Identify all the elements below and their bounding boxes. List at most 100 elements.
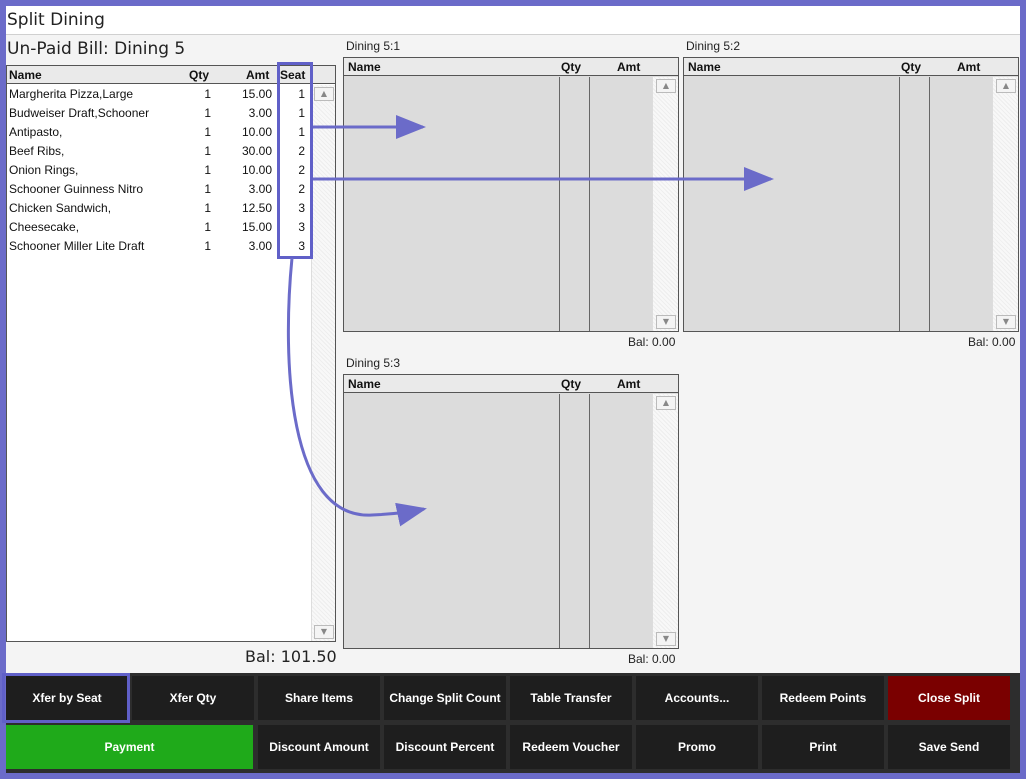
split-1-divider <box>559 77 560 331</box>
item-seat: 2 <box>298 163 305 177</box>
scroll-up-button[interactable]: ▲ <box>656 79 676 93</box>
redeem-points-button[interactable]: Redeem Points <box>762 676 884 720</box>
xfer-by-seat-button[interactable]: Xfer by Seat <box>6 676 128 720</box>
split-2-label: Dining 5:2 <box>686 39 741 53</box>
item-seat: 3 <box>298 220 305 234</box>
item-qty: 1 <box>204 239 211 253</box>
item-amt: 3.00 <box>248 106 272 120</box>
split-2-divider <box>929 77 930 331</box>
table-row[interactable]: Cheesecake, 1 15.00 3 <box>7 218 311 237</box>
split-3-label: Dining 5:3 <box>346 356 401 370</box>
split-2-scrollbar[interactable]: ▲ ▼ <box>992 77 1018 331</box>
item-qty: 1 <box>204 201 211 215</box>
item-amt: 3.00 <box>248 182 272 196</box>
item-amt: 15.00 <box>241 220 272 234</box>
split-3-col-amt[interactable]: Amt <box>617 377 641 391</box>
table-row[interactable]: Schooner Guinness Nitro 1 3.00 2 <box>7 180 311 199</box>
close-split-button[interactable]: Close Split <box>888 676 1010 720</box>
item-qty: 1 <box>204 220 211 234</box>
col-seat[interactable]: Seat <box>280 68 306 82</box>
item-name: Budweiser Draft,Schooner <box>9 106 150 120</box>
split-1-divider <box>589 77 590 331</box>
split-3-divider <box>559 394 560 648</box>
item-qty: 1 <box>204 106 211 120</box>
item-qty: 1 <box>204 182 211 196</box>
scroll-up-button[interactable]: ▲ <box>996 79 1016 93</box>
share-items-button[interactable]: Share Items <box>258 676 380 720</box>
unpaid-scrollbar[interactable]: ▲ ▼ <box>311 85 335 641</box>
item-amt: 10.00 <box>241 163 272 177</box>
unpaid-bill-title: Un-Paid Bill: Dining 5 <box>7 39 186 59</box>
item-name: Chicken Sandwich, <box>9 201 112 215</box>
split-3-scrollbar[interactable]: ▲ ▼ <box>652 394 678 648</box>
item-name: Cheesecake, <box>9 220 80 234</box>
scroll-up-button[interactable]: ▲ <box>314 87 334 101</box>
item-amt: 12.50 <box>241 201 272 215</box>
split-1-header: Name Qty Amt <box>344 58 678 76</box>
action-button-bar: Xfer by Seat Xfer Qty Share Items Change… <box>6 673 1020 773</box>
table-row[interactable]: Beef Ribs, 1 30.00 2 <box>7 142 311 161</box>
item-seat: 2 <box>298 182 305 196</box>
scroll-down-button[interactable]: ▼ <box>314 625 334 639</box>
item-name: Schooner Miller Lite Draft <box>9 239 145 253</box>
item-name: Schooner Guinness Nitro <box>9 182 144 196</box>
item-name: Onion Rings, <box>9 163 79 177</box>
table-row[interactable]: Chicken Sandwich, 1 12.50 3 <box>7 199 311 218</box>
split-1-col-name[interactable]: Name <box>348 60 381 74</box>
col-qty[interactable]: Qty <box>189 68 210 82</box>
split-2-grid[interactable]: Name Qty Amt ▲ ▼ <box>683 57 1019 332</box>
item-seat: 1 <box>298 87 305 101</box>
print-button[interactable]: Print <box>762 725 884 769</box>
table-transfer-button[interactable]: Table Transfer <box>510 676 632 720</box>
item-qty: 1 <box>204 144 211 158</box>
save-send-button[interactable]: Save Send <box>888 725 1010 769</box>
scroll-down-button[interactable]: ▼ <box>996 315 1016 329</box>
split-1-scrollbar[interactable]: ▲ ▼ <box>652 77 678 331</box>
item-amt: 30.00 <box>241 144 272 158</box>
split-1-col-amt[interactable]: Amt <box>617 60 641 74</box>
col-name[interactable]: Name <box>9 68 42 82</box>
split-1-grid[interactable]: Name Qty Amt ▲ ▼ <box>343 57 679 332</box>
accounts-button[interactable]: Accounts... <box>636 676 758 720</box>
xfer-qty-button[interactable]: Xfer Qty <box>132 676 254 720</box>
item-seat: 2 <box>298 144 305 158</box>
item-qty: 1 <box>204 87 211 101</box>
discount-percent-button[interactable]: Discount Percent <box>384 725 506 769</box>
split-3-col-qty[interactable]: Qty <box>561 377 582 391</box>
item-amt: 3.00 <box>248 239 272 253</box>
item-seat: 1 <box>298 125 305 139</box>
table-row[interactable]: Budweiser Draft,Schooner 1 3.00 1 <box>7 104 311 123</box>
window-title: Split Dining <box>6 6 1020 35</box>
split-2-col-name[interactable]: Name <box>688 60 721 74</box>
scroll-down-button[interactable]: ▼ <box>656 315 676 329</box>
split-dining-window: Split Dining Un-Paid Bill: Dining 5 Name… <box>6 6 1020 773</box>
unpaid-grid-header: Name Qty Amt Seat <box>7 66 335 84</box>
item-name: Beef Ribs, <box>9 144 65 158</box>
split-2-col-amt[interactable]: Amt <box>957 60 981 74</box>
split-3-col-name[interactable]: Name <box>348 377 381 391</box>
col-amt[interactable]: Amt <box>246 68 270 82</box>
scroll-up-button[interactable]: ▲ <box>656 396 676 410</box>
item-qty: 1 <box>204 163 211 177</box>
item-seat: 1 <box>298 106 305 120</box>
split-3-grid[interactable]: Name Qty Amt ▲ ▼ <box>343 374 679 649</box>
item-amt: 15.00 <box>241 87 272 101</box>
split-2-col-qty[interactable]: Qty <box>901 60 922 74</box>
table-row[interactable]: Onion Rings, 1 10.00 2 <box>7 161 311 180</box>
item-seat: 3 <box>298 201 305 215</box>
discount-amount-button[interactable]: Discount Amount <box>258 725 380 769</box>
split-3-header: Name Qty Amt <box>344 375 678 393</box>
change-split-count-button[interactable]: Change Split Count <box>384 676 506 720</box>
split-2-header: Name Qty Amt <box>684 58 1018 76</box>
redeem-voucher-button[interactable]: Redeem Voucher <box>510 725 632 769</box>
scroll-down-button[interactable]: ▼ <box>656 632 676 646</box>
unpaid-balance: Bal: 101.50 <box>245 647 337 666</box>
unpaid-bill-grid[interactable]: Name Qty Amt Seat Margherita Pizza,Large… <box>6 65 336 642</box>
payment-button[interactable]: Payment <box>6 725 253 769</box>
split-1-col-qty[interactable]: Qty <box>561 60 582 74</box>
item-name: Antipasto, <box>9 125 63 139</box>
promo-button[interactable]: Promo <box>636 725 758 769</box>
